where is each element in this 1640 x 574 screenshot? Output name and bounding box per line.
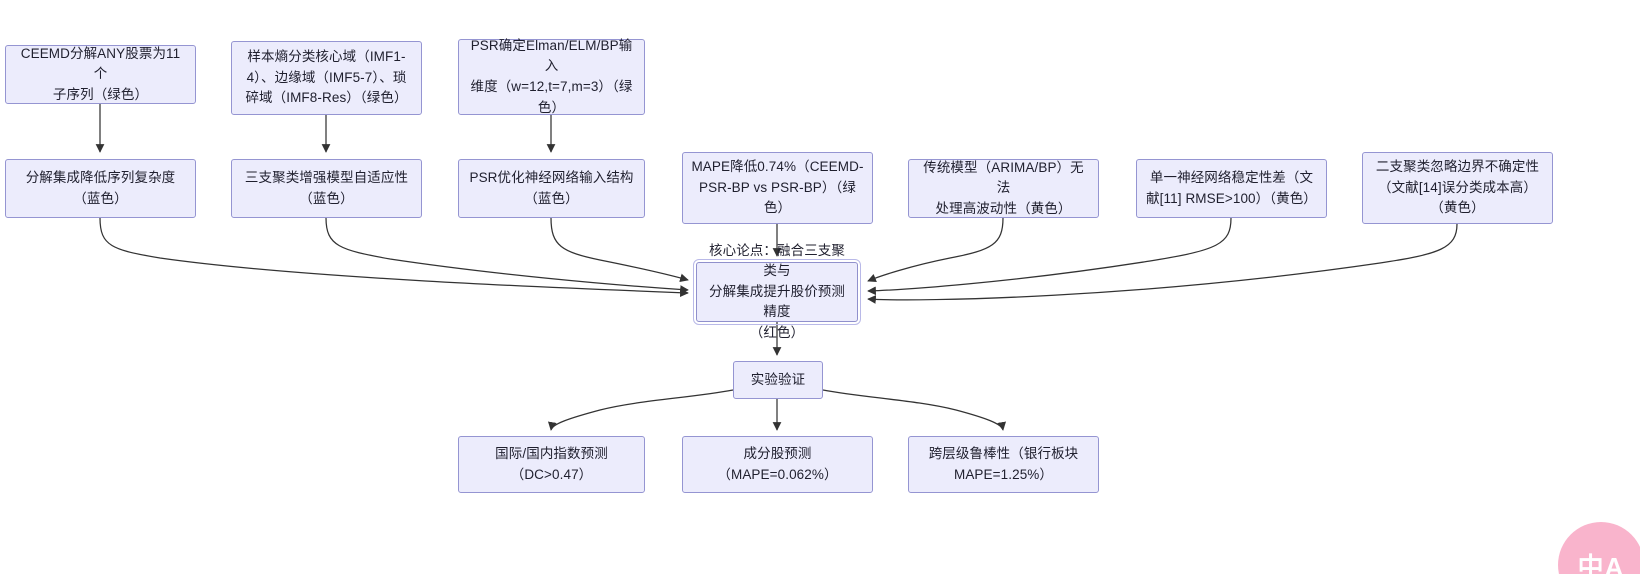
edge-n5-core	[325, 217, 689, 294]
node-label: PSR确定Elman/ELM/BP输入 维度（w=12,t=7,m=3）（绿 色…	[470, 37, 633, 115]
edge-n11-n14	[822, 389, 1007, 431]
node-psr-optimizes-network-structure[interactable]: PSR优化神经网络输入结构 （蓝色）	[458, 159, 645, 218]
watermark-badge: 中A	[1558, 522, 1640, 574]
node-single-network-instability[interactable]: 单一神经网络稳定性差（文 献[11] RMSE>100）（黄色）	[1136, 159, 1327, 218]
edge-n10-core	[867, 223, 1458, 304]
node-label: 二支聚类忽略边界不确定性 （文献[14]误分类成本高） （黄色）	[1375, 159, 1540, 216]
node-mape-reduction-evidence[interactable]: MAPE降低0.74%（CEEMD- PSR-BP vs PSR-BP）（绿 色…	[682, 152, 873, 224]
node-label: 跨层级鲁棒性（银行板块 MAPE=1.25%）	[928, 445, 1079, 482]
node-label: 实验验证	[750, 371, 806, 387]
edge-n6-core	[550, 217, 689, 283]
node-label: CEEMD分解ANY股票为11个 子序列（绿色）	[20, 45, 181, 102]
node-psr-input-dimension[interactable]: PSR确定Elman/ELM/BP输入 维度（w=12,t=7,m=3）（绿 色…	[458, 37, 645, 115]
edge-n4-core	[99, 217, 689, 298]
node-label: 样本熵分类核心域（IMF1- 4）、边缘域（IMF5-7）、琐 碎域（IMF8-…	[245, 49, 408, 106]
node-two-way-clustering-limitation[interactable]: 二支聚类忽略边界不确定性 （文献[14]误分类成本高） （黄色）	[1362, 152, 1553, 224]
node-label: 国际/国内指数预测 （DC>0.47）	[495, 445, 608, 482]
node-label: 成分股预测 （MAPE=0.062%）	[717, 445, 838, 482]
node-constituent-stock-forecast-result[interactable]: 成分股预测 （MAPE=0.062%）	[682, 436, 873, 493]
node-three-way-clustering-adaptivity[interactable]: 三支聚类增强模型自适应性 （蓝色）	[231, 159, 422, 218]
node-ceemd-decomposition[interactable]: CEEMD分解ANY股票为11个 子序列（绿色）	[5, 45, 196, 104]
node-label: PSR优化神经网络输入结构 （蓝色）	[469, 169, 634, 206]
node-traditional-model-limitation[interactable]: 传统模型（ARIMA/BP）无法 处理高波动性（黄色）	[908, 159, 1099, 218]
node-sample-entropy-classification[interactable]: 样本熵分类核心域（IMF1- 4）、边缘域（IMF5-7）、琐 碎域（IMF8-…	[231, 41, 422, 115]
node-core-claim[interactable]: 核心论点：融合三支聚类与 分解集成提升股价预测精度 （红色）	[693, 243, 861, 340]
node-index-forecast-result[interactable]: 国际/国内指数预测 （DC>0.47）	[458, 436, 645, 493]
node-decomposition-reduces-complexity[interactable]: 分解集成降低序列复杂度 （蓝色）	[5, 159, 196, 218]
edge-n11-n12	[548, 389, 734, 431]
edge-n8-core	[867, 217, 1004, 283]
node-label: MAPE降低0.74%（CEEMD- PSR-BP vs PSR-BP）（绿 色…	[691, 159, 864, 216]
node-label: 核心论点：融合三支聚类与 分解集成提升股价预测精度 （红色）	[709, 242, 845, 340]
node-cross-level-robustness-result[interactable]: 跨层级鲁棒性（银行板块 MAPE=1.25%）	[908, 436, 1099, 493]
edge-n9-core	[867, 217, 1232, 296]
watermark-label: 中A	[1577, 551, 1625, 574]
node-label: 分解集成降低序列复杂度 （蓝色）	[25, 169, 176, 206]
node-label: 传统模型（ARIMA/BP）无法 处理高波动性（黄色）	[923, 159, 1084, 216]
node-experimental-verification[interactable]: 实验验证	[733, 361, 823, 399]
node-label: 三支聚类增强模型自适应性 （蓝色）	[244, 169, 409, 206]
node-label: 单一神经网络稳定性差（文 献[11] RMSE>100）（黄色）	[1146, 169, 1317, 206]
